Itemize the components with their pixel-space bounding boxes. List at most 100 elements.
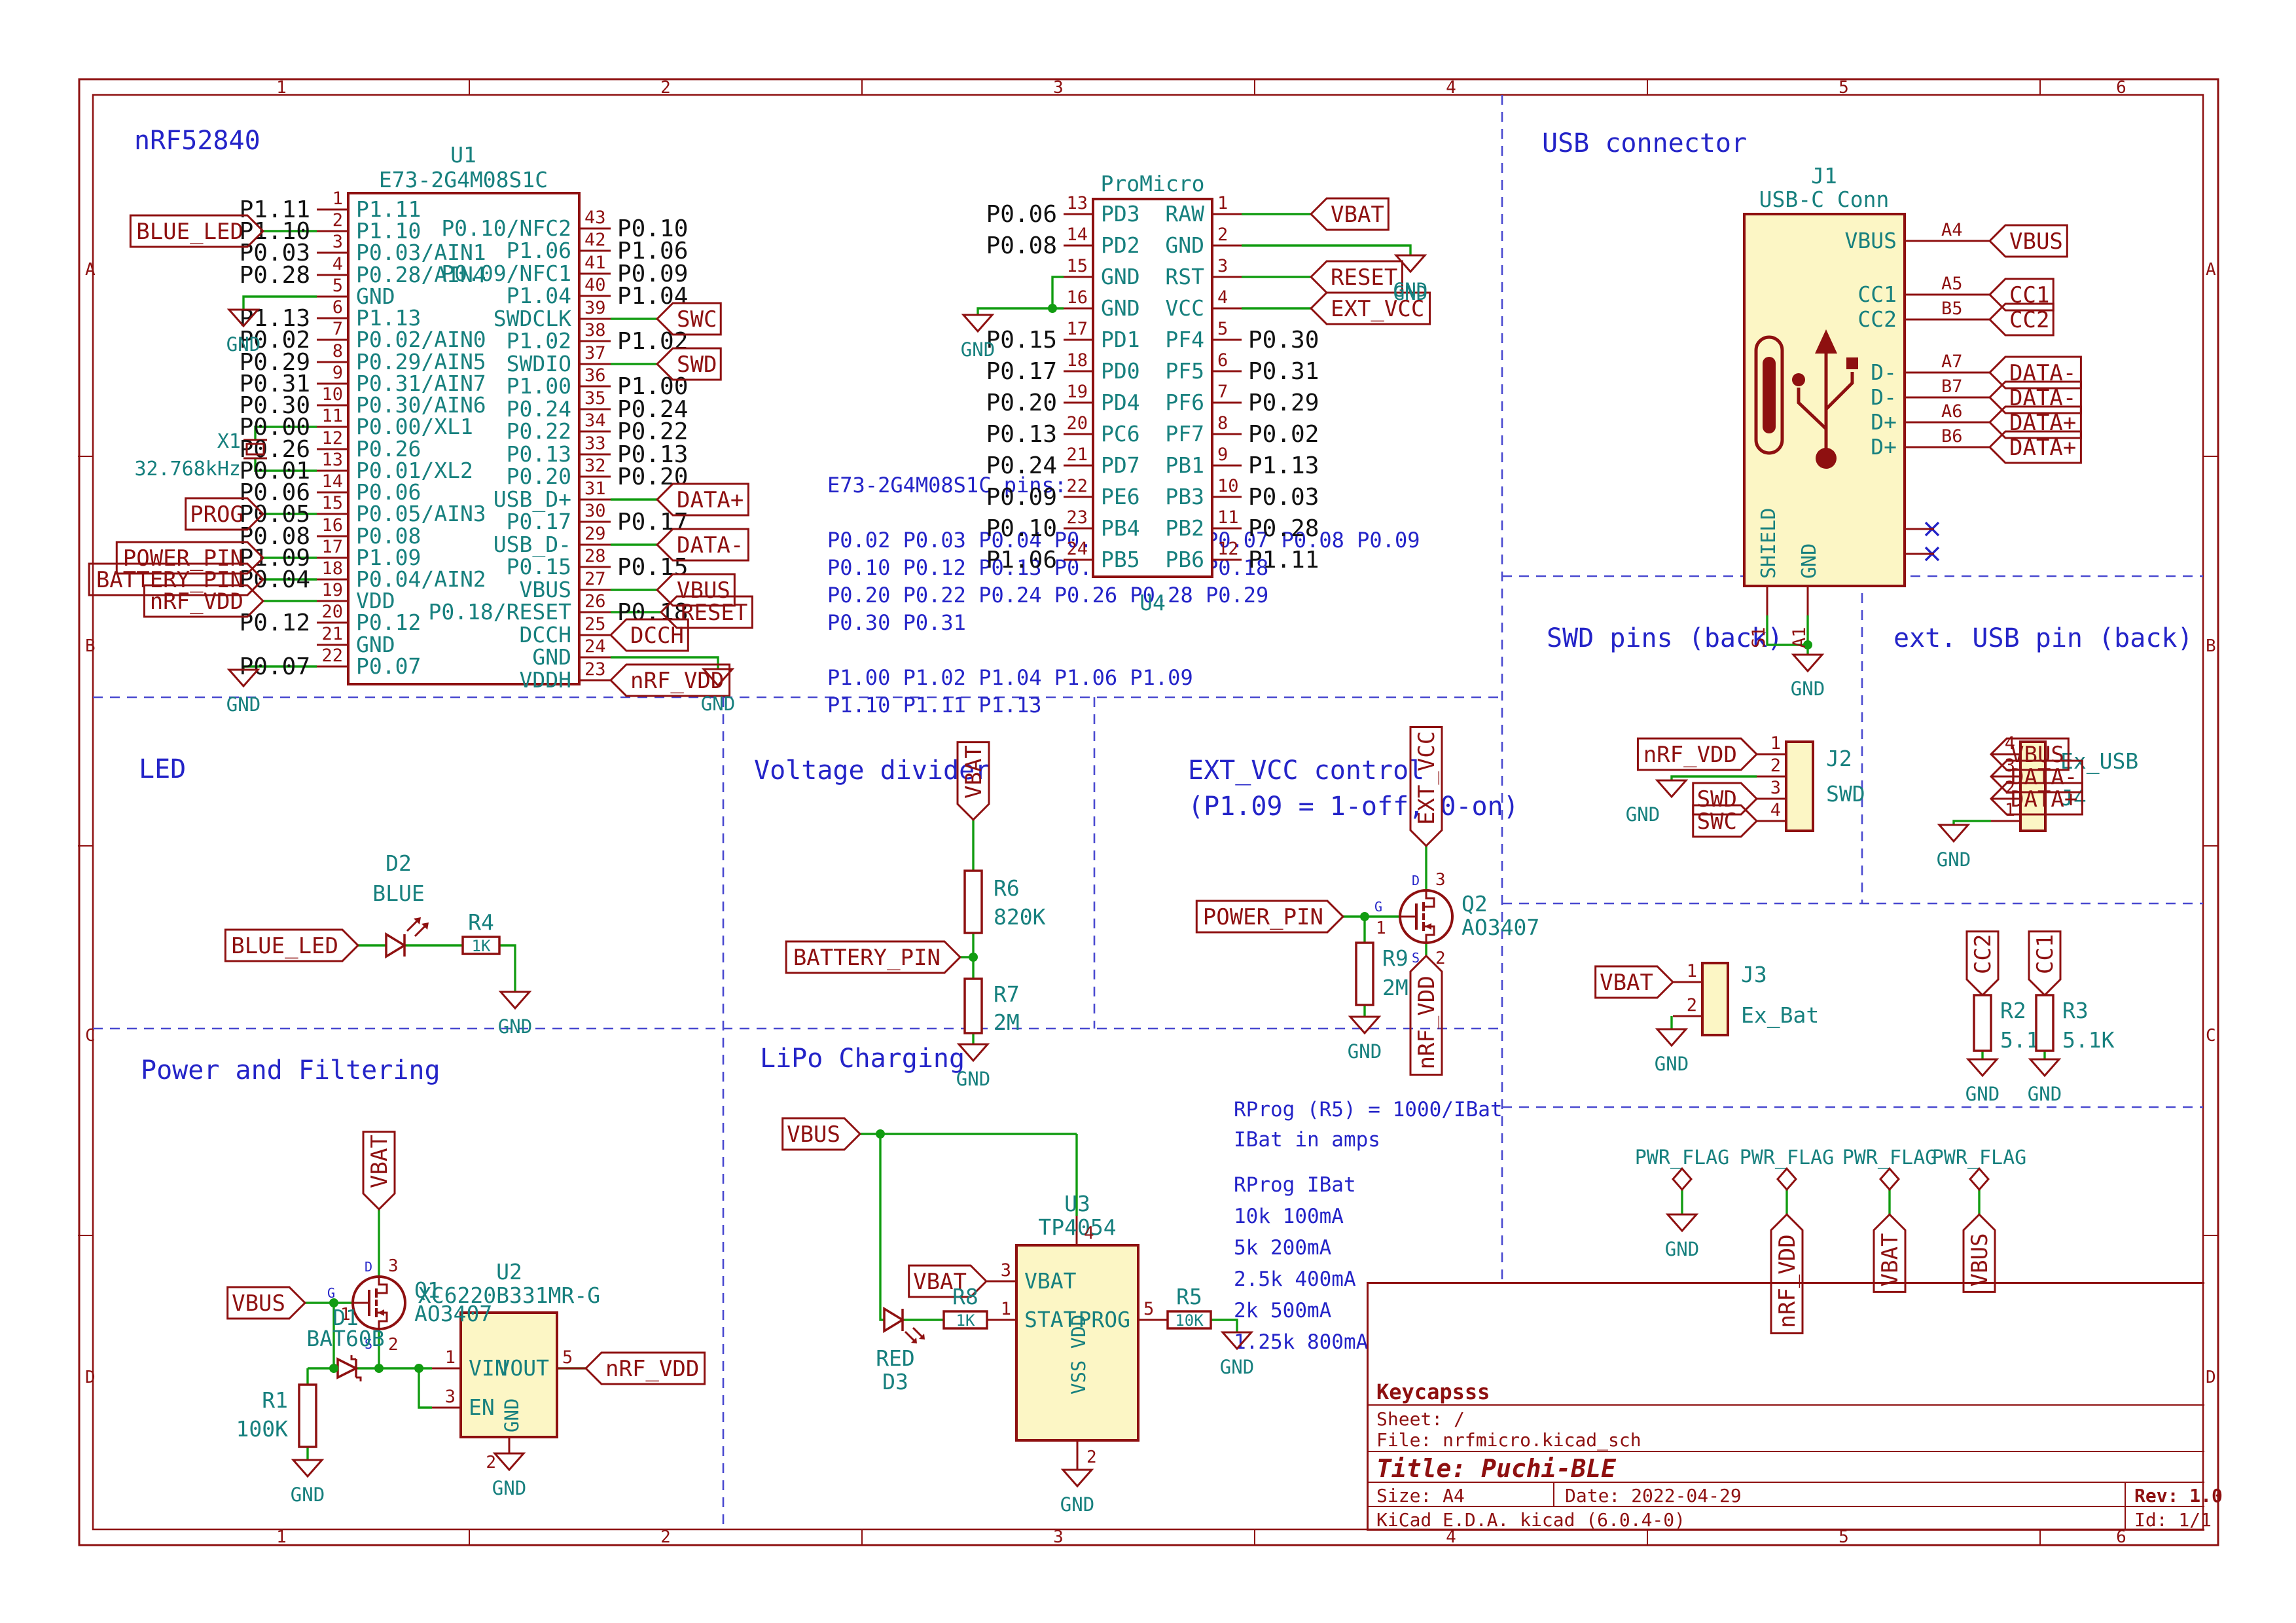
transistor-Q2-pinletter: S <box>1412 950 1420 966</box>
resistor-R8-value: 1K <box>956 1311 975 1330</box>
glabel-vbus-text: VBUS <box>677 577 730 604</box>
chip-U2-pin-number: 5 <box>562 1347 573 1368</box>
chip-U1-pin-name: P0.13 <box>507 441 571 467</box>
note-rprog-table: RProg IBat <box>1234 1173 1356 1197</box>
zone-row-label: A <box>85 260 96 280</box>
glabel-vbat-u3-text: VBAT <box>913 1269 967 1295</box>
chip-U1-pin-number: 25 <box>584 614 606 634</box>
glabel-cc1-r3-text: CC1 <box>2032 934 2058 974</box>
pwr-flag-vbat-label: PWR_FLAG <box>1842 1146 1937 1169</box>
chip-U1-pin-net: P0.22 <box>617 418 688 445</box>
chip-U1-pin-number: 43 <box>584 208 606 228</box>
chip-U1-pin-name: P0.17 <box>507 509 571 534</box>
transistor-Q1-pinletter: G <box>327 1285 335 1301</box>
glabel-nrf-vdd <box>143 584 265 618</box>
tb-title: Title: Puchi-BLE <box>1376 1454 1617 1483</box>
chip-U1-pin-name: P0.12 <box>356 610 421 635</box>
resistor-R1-value: 100K <box>236 1416 289 1442</box>
chip-U4-pin-net: P0.08 <box>986 232 1057 259</box>
glabel-vbus-j4 <box>1989 737 2070 771</box>
glabel-dcch <box>609 618 689 652</box>
chip-U4-pin-number: 17 <box>1066 319 1088 339</box>
chip-J1-label: USB-C Conn <box>1759 187 1890 212</box>
chip-U1-pin-name: P0.02/AIN0 <box>356 327 486 352</box>
chip-U1-pin-name: P0.29/AIN5 <box>356 349 486 374</box>
transistor-Q1-pin: 3 <box>388 1256 399 1276</box>
transistor-Q1-ref: Q1 <box>414 1277 440 1303</box>
symbol-line <box>406 919 419 932</box>
chip-U1-pin-net: P1.02 <box>617 328 688 355</box>
chip-U1-pin-name: P1.02 <box>507 328 571 354</box>
glabel-vbus-j1 <box>1988 224 2068 258</box>
chip-U4-pin-name: PD2 <box>1101 232 1140 258</box>
chip-U1-pin-number: 27 <box>584 569 606 589</box>
chip-U4-pin-net: P0.02 <box>1248 421 1319 448</box>
glabel-dataminus-j4-text: DATA- <box>2011 764 2077 790</box>
led-arrowhead <box>911 1338 917 1343</box>
j1-pin-a1: A1 <box>1789 627 1810 648</box>
pwr-flag-nrfvdd-label: PWR_FLAG <box>1740 1146 1835 1169</box>
chip-J3 <box>1701 962 1729 1036</box>
zone-col-label: 4 <box>1446 78 1456 98</box>
resistor-R2 <box>1973 994 1992 1052</box>
gnd-label: GND <box>498 1015 532 1038</box>
glabel-battery-pin-text: BATTERY_PIN <box>96 567 243 593</box>
resistor-R7-value: 2M <box>994 1010 1020 1035</box>
chip-J1-pin-name: CC1 <box>1857 282 1897 307</box>
chip-U4-pin-net: P1.13 <box>1248 452 1319 479</box>
resistor-R6-ref: R6 <box>994 875 1020 901</box>
gnd-symbol <box>961 314 995 333</box>
chip-U4-pin-number: 14 <box>1066 225 1088 245</box>
glabel-battery-pin-2 <box>785 940 962 974</box>
chip-U1-pin-name: P0.31/AIN7 <box>356 371 486 396</box>
chip-J1-pin-name: D+ <box>1871 434 1897 460</box>
chip-U4-pin-name: RAW <box>1165 201 1204 227</box>
chip-U4-pin-net: P1.11 <box>1248 547 1319 574</box>
chip-U4-pin-net: P0.30 <box>1248 327 1319 354</box>
zone-col-label: 6 <box>2116 1527 2126 1547</box>
wire <box>1670 775 1757 780</box>
chip-U1-pin-number: 23 <box>584 659 606 680</box>
chip-U1-label: E73-2G4M08S1C <box>379 167 548 192</box>
chip-U4-pin-name: PB6 <box>1165 547 1204 572</box>
chip-U4-pin-name: PD1 <box>1101 327 1140 352</box>
chip-U1-pin-name: P1.13 <box>356 305 421 331</box>
tb-size: Size: A4 <box>1376 1485 1465 1506</box>
chip-U4-pin-name: PE6 <box>1101 484 1140 509</box>
chip-U1-pin-net: P0.01 <box>240 458 310 484</box>
chip-U1-pin-name: USB_D+ <box>493 486 571 513</box>
chip-U1-pin-number: 30 <box>584 501 606 521</box>
glabel-cc2-j1-text: CC2 <box>2009 307 2049 333</box>
chip-U1-pin-number: 4 <box>332 254 343 274</box>
chip-J2-label: J2 <box>1826 746 1852 771</box>
chip-U4-pin-net: P1.06 <box>986 547 1057 574</box>
chip-U1-pin-net: P1.06 <box>617 238 688 264</box>
chip-U1-pin-net: P0.20 <box>617 464 688 490</box>
chip-U1-pin-name: USB_D- <box>493 532 571 558</box>
chip-U1-pin-number: 10 <box>321 384 343 405</box>
glabel-cc1-r3 <box>2028 930 2062 997</box>
chip-U1-pin-number: 39 <box>584 298 606 318</box>
chip-U1-pin-name: DCCH <box>520 622 571 647</box>
chip-U1-pin-number: 14 <box>321 471 343 492</box>
chip-U4 <box>1092 198 1213 578</box>
gnd-symbol <box>291 1459 325 1478</box>
glabel-ext-vcc-q2 <box>1409 725 1443 848</box>
glabel-flag-vbat <box>1873 1213 1907 1293</box>
chip-U1-pin-net: P0.09 <box>617 261 688 287</box>
glabel-battery-pin-2-text: BATTERY_PIN <box>793 945 941 971</box>
chip-U1-pin-number: 28 <box>584 546 606 566</box>
chip-J3-label: Ex_Bat <box>1741 1002 1819 1029</box>
glabel-dcch-text: DCCH <box>630 623 684 649</box>
section-power: Power and Filtering <box>141 1055 440 1085</box>
pwr-flag-vbus <box>1969 1167 1990 1192</box>
transistor-Q2-ref: Q2 <box>1462 891 1488 917</box>
chip-U1-pin-name: VBUS <box>520 577 571 602</box>
resistor-R3 <box>2035 994 2054 1052</box>
glabel-vbus-u3 <box>781 1117 862 1151</box>
diode-d2-ref: D2 <box>386 850 412 876</box>
chip-U1-pin-net: P0.24 <box>617 396 688 423</box>
transistor-Q1-pin: 1 <box>340 1305 351 1324</box>
chip-U1-pin-number: 35 <box>584 388 606 409</box>
